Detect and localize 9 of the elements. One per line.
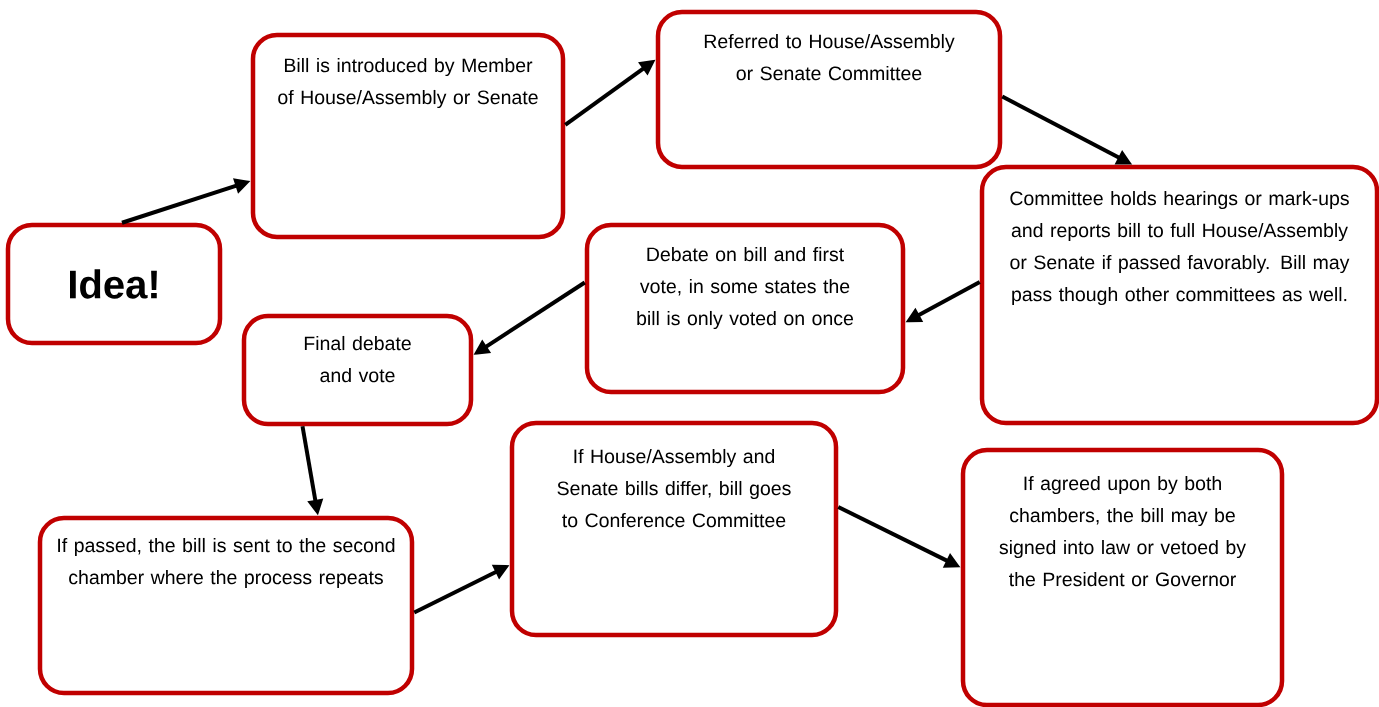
process-box: If passed, the bill is sent to the second chamber where the process repeats	[37, 515, 415, 696]
process-box: If agreed upon by both chambers, the bill may be signed into law or vetoed by the President or Governor	[960, 447, 1285, 707]
process-box: Referred to House/Assembly or Senate Committee	[655, 9, 1003, 170]
process-box: Idea!	[5, 222, 223, 346]
process-box: Final debate and vote	[241, 313, 474, 427]
process-box: Debate on bill and first vote, in some states the bill is only voted on once	[584, 222, 906, 395]
process-box: Committee holds hearings or mark-ups and reports bill to full House/Assembly or Senate if passed favorably. Bill may pass though other committees as well.	[979, 164, 1379, 426]
process-box: Bill is introduced by Member of House/Assembly or Senate	[250, 32, 566, 240]
process-box: If House/Assembly and Senate bills differ, bill goes to Conference Committee	[509, 420, 839, 638]
